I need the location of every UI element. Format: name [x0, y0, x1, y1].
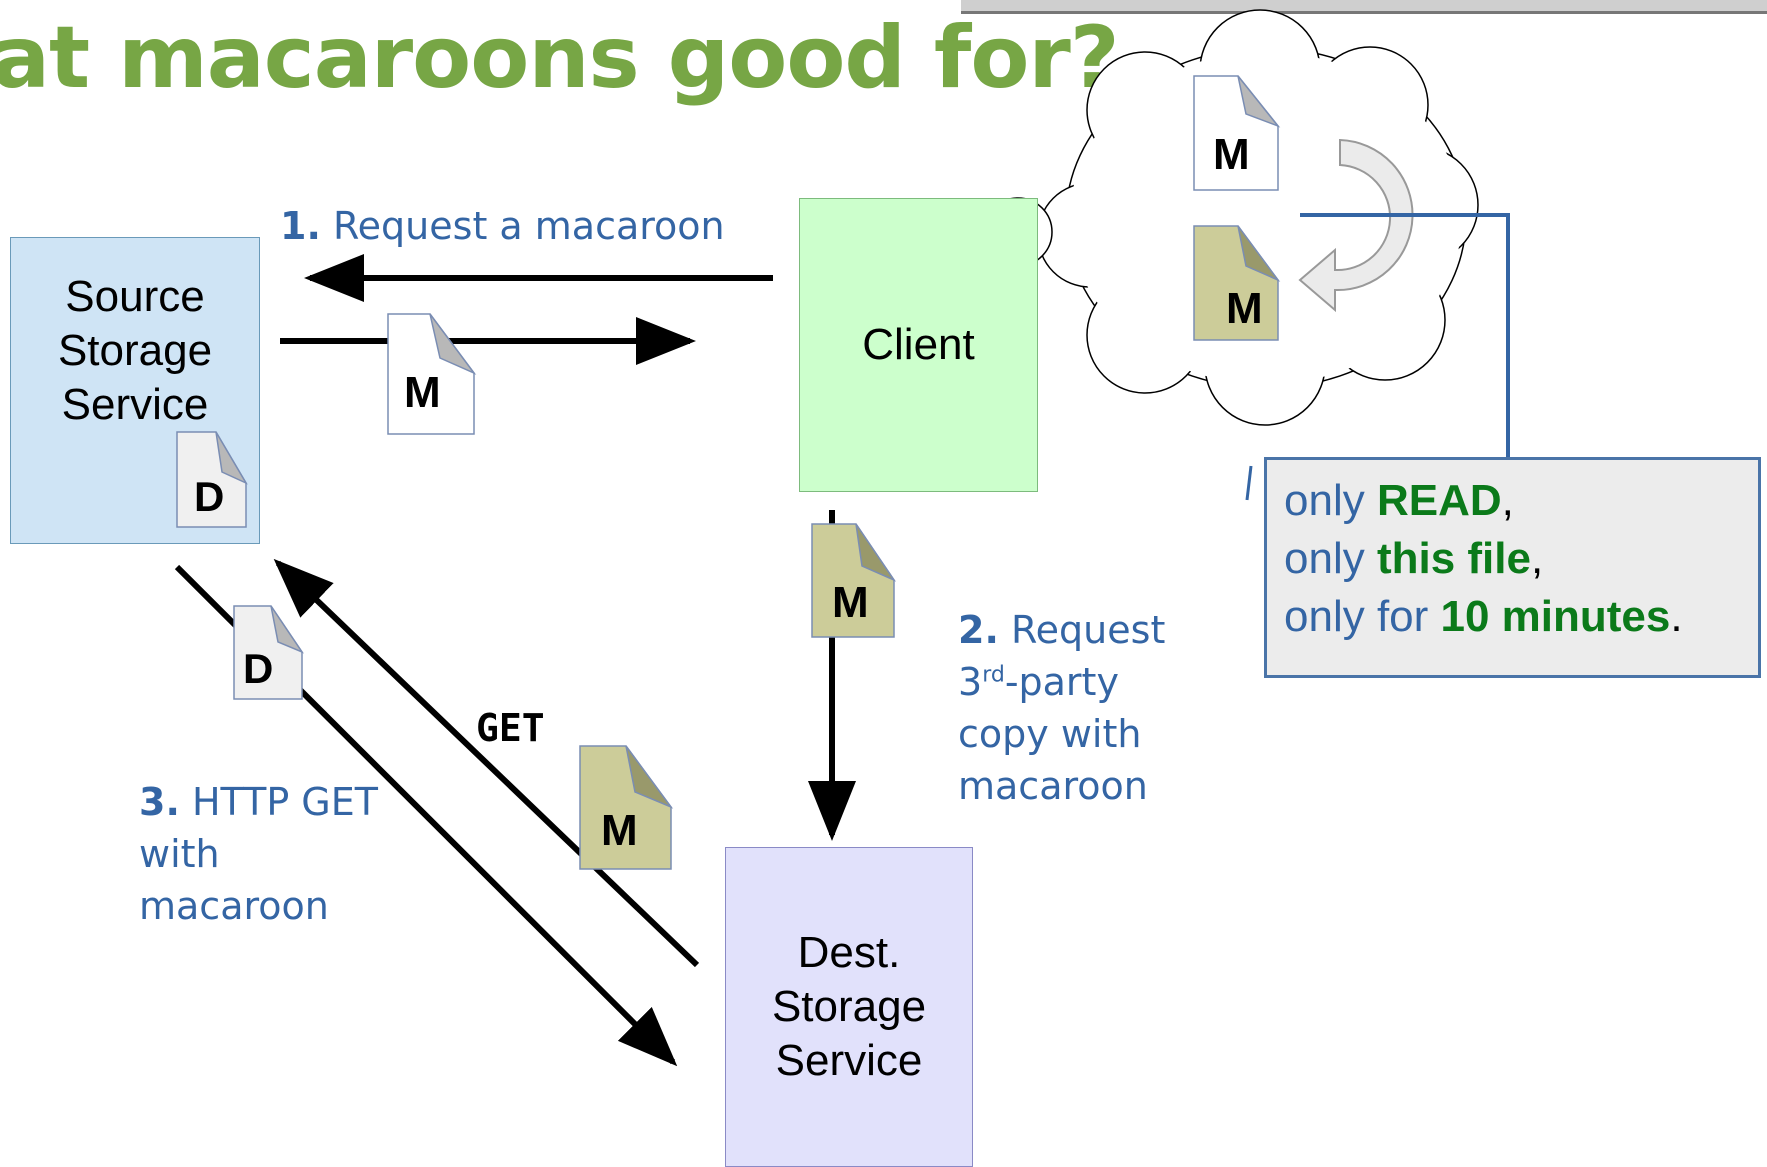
note-l2-pre: only — [1284, 534, 1377, 583]
window-top-bar — [961, 0, 1767, 14]
note-l1-post: , — [1501, 476, 1514, 525]
note-l1-bold: READ — [1376, 476, 1502, 525]
step2-line4: macaroon — [958, 764, 1148, 808]
source-label-3: Service — [61, 380, 209, 429]
dest-label-2: Storage — [771, 982, 927, 1031]
doc-letter-d-arrow3: D — [243, 645, 274, 692]
step1-text: Request a macaroon — [332, 204, 725, 248]
doc-letter-m-arrow2: M — [832, 578, 869, 627]
dest-storage-service: Dest. Storage Service — [725, 847, 973, 1167]
step2-line3: copy with — [958, 712, 1142, 756]
note-l3-bold: 10 minutes — [1440, 592, 1671, 641]
step2-line2-post: -party — [1004, 660, 1119, 704]
step2-line1: Request — [1010, 608, 1166, 652]
data-doc-icon-source — [176, 431, 248, 528]
restrictions-note: only READ, only this file, only for 10 m… — [1264, 457, 1761, 678]
note-connector — [1300, 213, 1510, 470]
client-label: Client — [862, 320, 975, 369]
note-tick — [1245, 465, 1253, 501]
client-box: Client — [799, 198, 1038, 492]
source-label-1: Source — [65, 272, 205, 321]
get-label: GET — [476, 706, 545, 750]
data-doc-icon-arrow3 — [233, 605, 305, 700]
macaroon-doc-icon-arrow2 — [811, 523, 897, 638]
note-l2-post: , — [1530, 534, 1544, 583]
macaroon-doc-icon-cloud-top — [1193, 75, 1281, 191]
source-label-2: Storage — [57, 326, 213, 375]
step3-label: 3. HTTP GET with macaroon — [139, 776, 378, 932]
step3-line1: HTTP GET — [191, 780, 378, 824]
step3-line2: with — [139, 832, 220, 876]
step1-number: 1. — [280, 204, 321, 248]
slide-title: at macaroons good for? — [0, 8, 1120, 108]
step2-line2-pre: 3 — [958, 660, 983, 704]
doc-letter-m-arrow1: M — [404, 368, 441, 417]
note-l1-pre: only — [1284, 476, 1377, 525]
doc-letter-m-cloud-top: M — [1213, 130, 1250, 179]
step2-label: 2. Request 3rd-party copy with macaroon — [958, 604, 1165, 812]
macaroon-doc-icon-cloud-bottom — [1193, 225, 1281, 341]
dest-label-3: Service — [775, 1036, 923, 1085]
doc-letter-m-cloud-bottom: M — [1226, 284, 1263, 333]
arrow-get-to-source — [273, 558, 700, 968]
step3-line3: macaroon — [139, 884, 329, 928]
doc-letter-d-source: D — [194, 473, 225, 520]
thought-cloud — [983, 9, 1479, 426]
refresh-icon — [1298, 138, 1414, 313]
note-l3-post: . — [1670, 592, 1683, 641]
step2-number: 2. — [958, 608, 999, 652]
step2-line2-sup: rd — [982, 662, 1005, 688]
dest-label-1: Dest. — [797, 928, 901, 977]
macaroon-doc-icon-arrow3 — [579, 745, 674, 870]
step3-number: 3. — [139, 780, 180, 824]
macaroon-doc-icon-arrow1 — [387, 313, 477, 435]
step1-label: 1. Request a macaroon — [280, 200, 725, 252]
note-l2-bold: this file — [1376, 534, 1531, 583]
note-l3-pre: only for — [1284, 592, 1441, 641]
doc-letter-m-arrow3: M — [601, 806, 638, 855]
